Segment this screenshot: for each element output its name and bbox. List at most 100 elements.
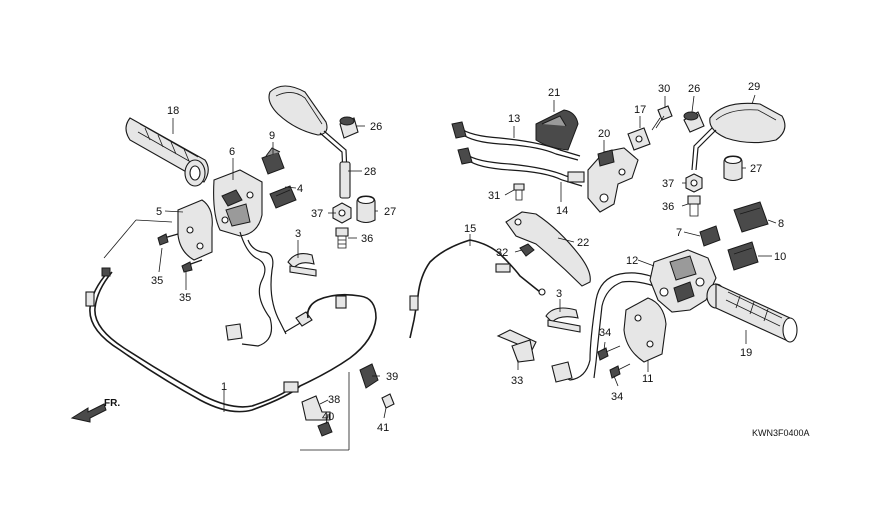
cable-end-ferrule [101,267,111,277]
left-grip [125,117,209,187]
callout-19: 19 [740,347,752,359]
callout-20: 20 [598,128,610,140]
switch-7 [699,225,721,247]
callout-3-right: 3 [556,288,562,300]
callout-34-a: 34 [599,327,611,339]
right-switch-wires [451,121,585,187]
left-mirror-cap [339,116,359,139]
callout-32: 32 [496,247,508,259]
left-cable-clamp [287,253,317,277]
cable-15-branch [469,239,541,293]
callout-26-right: 26 [688,83,700,95]
callout-14: 14 [556,205,568,217]
left-nut-and-cap [332,195,376,224]
left-bolt [335,227,349,249]
cable-joint-upper [335,295,347,309]
cable-1-inner [94,271,299,408]
callout-18: 18 [167,105,179,117]
callout-22: 22 [577,237,589,249]
callout-40: 40 [322,411,334,423]
cable-15 [409,239,471,339]
right-mirror-cap [683,111,705,133]
brake-lever-bracket [587,147,639,213]
callout-35-a: 35 [151,275,163,287]
cable-bracket [301,395,333,437]
callout-numbers: 18 6 9 26 28 4 5 37 27 36 3 35 35 1 39 3… [151,81,810,438]
front-direction-label: FR. [104,398,120,409]
right-switch-cover [535,109,579,151]
left-screws [157,233,203,273]
callout-6: 6 [229,146,235,158]
right-bolt [687,195,701,217]
right-nut-and-cap [685,155,743,193]
callout-38: 38 [328,394,340,406]
left-switch-housing [213,169,263,237]
diagram-code: KWN3F0400A [752,428,810,438]
front-direction-arrow [70,403,107,423]
cable-15-end [538,288,546,296]
callout-27-right: 27 [750,163,762,175]
clamp-33 [496,329,537,363]
callout-3-left: 3 [295,228,301,240]
callout-15: 15 [464,223,476,235]
callout-37-right: 37 [662,178,674,190]
callout-39: 39 [386,371,398,383]
callout-5: 5 [156,206,162,218]
callout-12: 12 [626,255,638,267]
right-screws [597,345,631,379]
callout-1: 1 [221,381,227,393]
right-mirror [691,102,786,171]
bracket-17 [627,127,651,151]
callout-11: 11 [642,373,653,385]
callout-26-left: 26 [370,121,382,133]
right-grip [706,283,798,343]
brake-lever [505,211,591,287]
callout-36-left: 36 [361,233,373,245]
callout-21: 21 [548,87,560,99]
cable-adjuster [85,291,95,307]
left-switch-harness [239,231,287,347]
callout-29: 29 [748,81,760,93]
cable-15-adjuster [409,295,419,311]
callout-7: 7 [676,227,682,239]
callout-31: 31 [488,190,500,202]
callout-34-b: 34 [611,391,623,403]
left-leader-lines [103,118,387,425]
callout-36-right: 36 [662,201,674,213]
callout-9: 9 [269,130,275,142]
callout-41: 41 [377,422,389,434]
callout-17: 17 [634,104,646,116]
left-switch-4 [269,185,297,209]
left-mirror [268,85,351,199]
callout-37-left: 37 [311,208,323,220]
left-lower-housing [177,199,213,261]
screw-31 [513,183,525,201]
right-lower-housing [623,297,667,363]
right-cable-clamp [545,307,581,333]
switch-8 [733,201,769,233]
callout-10: 10 [774,251,786,263]
callout-35-b: 35 [179,292,191,304]
callout-8: 8 [778,218,784,230]
left-connector [225,323,243,341]
callout-28: 28 [364,166,376,178]
cable-guide-39 [359,363,395,409]
callout-30: 30 [658,83,670,95]
bracket-frame-line [300,372,350,451]
right-switch-housing [649,249,717,313]
cable-joint [283,381,299,393]
right-switch-harness [561,272,661,381]
callout-27-left: 27 [384,206,396,218]
callout-33: 33 [511,375,523,387]
cable-1 [89,271,377,413]
callout-13: 13 [508,113,520,125]
bolt-30 [651,105,673,131]
cable-15-joint [495,263,511,273]
nut-32 [519,243,535,257]
right-connector [551,361,573,383]
switch-10 [727,241,759,271]
callout-4: 4 [297,183,303,195]
right-leader-lines [469,94,777,387]
